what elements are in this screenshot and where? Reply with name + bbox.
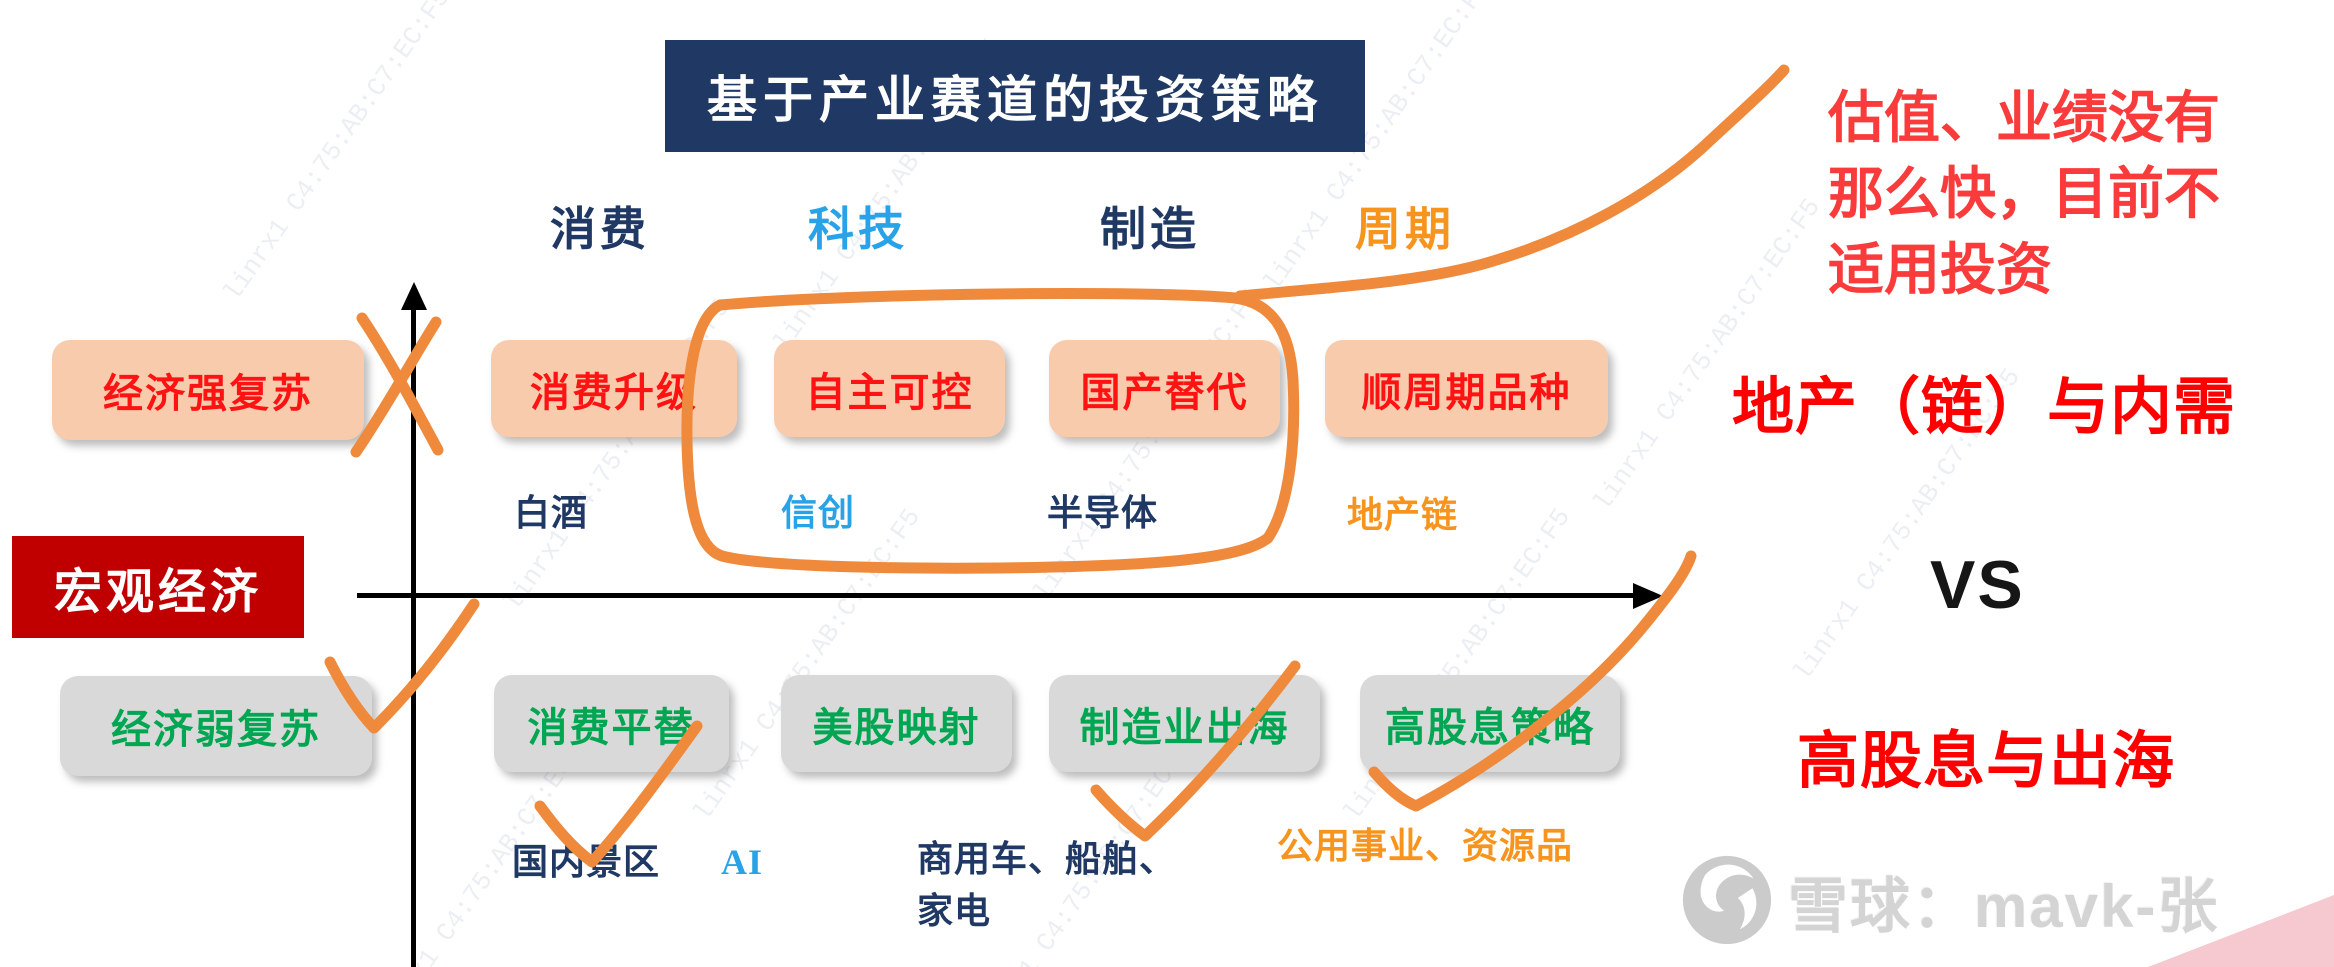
sub-label-baijiu: 白酒 bbox=[514, 493, 589, 533]
sub-label-it-innovation: 信创 bbox=[781, 493, 856, 533]
box-manufacturing-overseas: 制造业出海 bbox=[1049, 675, 1320, 772]
column-header-consumption: 消费 bbox=[550, 204, 650, 255]
sub-label-semiconductor: 半导体 bbox=[1047, 493, 1159, 533]
box-us-stock-mapping: 美股映射 bbox=[781, 675, 1012, 772]
box-weak-recovery: 经济弱复苏 bbox=[60, 676, 372, 776]
snowball-logo-icon bbox=[1682, 855, 1772, 945]
diagonal-watermark: linrx1 C4:75:AB:C7:EC:F5 bbox=[1027, 283, 1267, 607]
sub-label-domestic-tourism: 国内景区 bbox=[512, 842, 661, 882]
column-header-technology: 科技 bbox=[808, 204, 908, 255]
box-strong-recovery: 经济强复苏 bbox=[52, 340, 364, 440]
box-domestic-substitution: 国产替代 bbox=[1049, 340, 1280, 437]
sub-label-vehicles-ships-appliances: 商用车、船舶、 家电 bbox=[917, 839, 1177, 932]
box-independent-control: 自主可控 bbox=[774, 340, 1005, 437]
box-consumption-downgrade: 消费平替 bbox=[494, 675, 729, 772]
diagonal-watermark: linrx1 C4:75:AB:C7:EC:F5 bbox=[1337, 503, 1577, 827]
brand-watermark: 雪球：mavk-张 bbox=[1788, 873, 2220, 940]
x-mark-stroke-2 bbox=[350, 316, 442, 458]
theme-property-domestic-demand: 地产（链）与内需 bbox=[1732, 373, 2237, 442]
horizontal-axis-line bbox=[357, 593, 1635, 598]
x-mark-stroke-1 bbox=[356, 312, 444, 456]
handwritten-note: 估值、业绩没有 那么快，目前不 适用投资 bbox=[1828, 86, 2220, 302]
column-header-cycle: 周期 bbox=[1355, 204, 1455, 255]
vertical-axis-line bbox=[411, 298, 416, 967]
sub-label-utilities-resources: 公用事业、资源品 bbox=[1277, 826, 1574, 866]
macro-economy-label: 宏观经济 bbox=[12, 536, 304, 638]
vertical-axis-arrow-icon bbox=[401, 282, 427, 310]
sub-label-property-chain: 地产链 bbox=[1347, 495, 1459, 535]
versus-label: VS bbox=[1930, 547, 2025, 623]
box-pro-cyclical: 顺周期品种 bbox=[1325, 340, 1608, 437]
column-header-manufacturing: 制造 bbox=[1100, 204, 1200, 255]
theme-dividend-overseas: 高股息与出海 bbox=[1797, 727, 2176, 796]
diagonal-watermark: linrx1 C4:75:AB:C7:EC:F5 bbox=[1587, 193, 1827, 517]
diagonal-watermark: linrx1 C4:75:AB:C7:EC:F5 bbox=[687, 503, 927, 827]
diagonal-watermark: linrx1 C4:75:AB:C7:EC:F5 bbox=[217, 0, 457, 307]
sub-label-ai: AI bbox=[721, 842, 764, 882]
box-high-dividend: 高股息策略 bbox=[1360, 675, 1620, 772]
page-title: 基于产业赛道的投资策略 bbox=[665, 40, 1365, 152]
box-consumption-upgrade: 消费升级 bbox=[491, 340, 737, 437]
horizontal-axis-arrow-icon bbox=[1633, 583, 1663, 609]
